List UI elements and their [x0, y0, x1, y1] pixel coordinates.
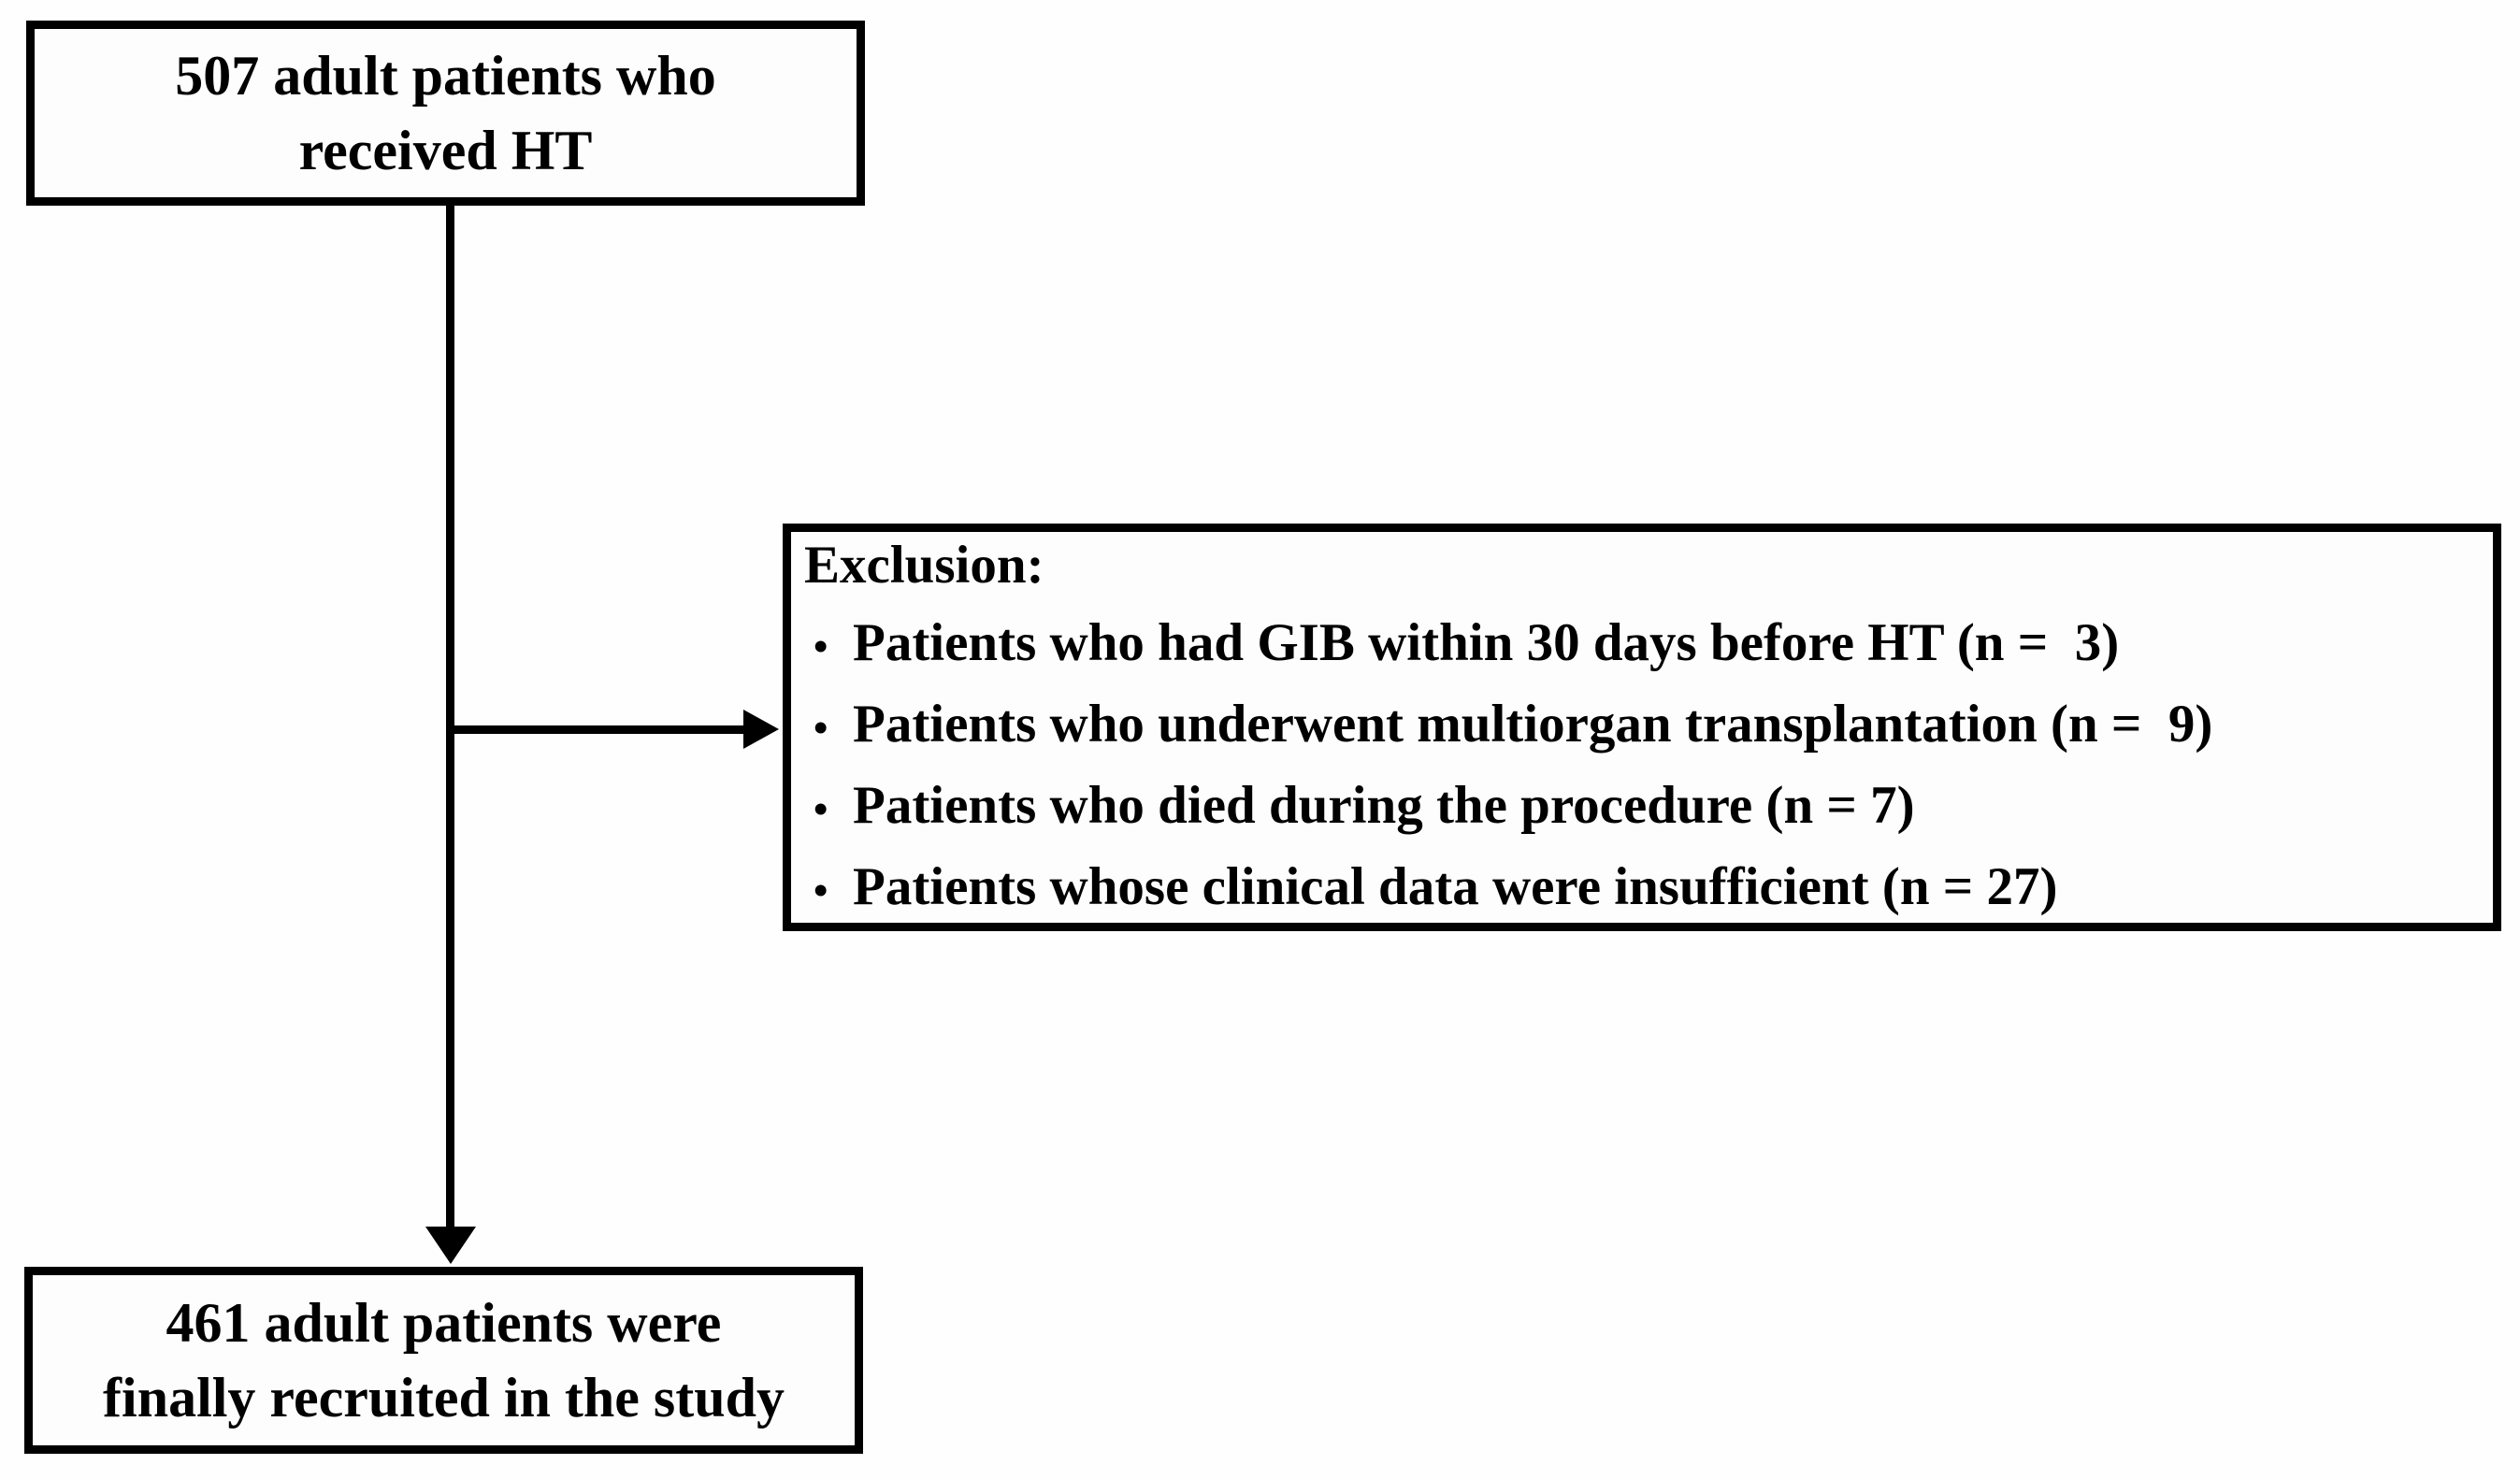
exclusion-box: Exclusion: • Patients who had GIB within… [783, 524, 2501, 931]
top-box-line-2: received HT [298, 120, 593, 181]
exclusion-item-label: Patients who died during the procedure (… [853, 775, 1915, 835]
exclusion-item-label: Patients who underwent multiorgan transp… [853, 694, 2213, 754]
exclusion-item: • Patients who died during the procedure… [804, 767, 2474, 848]
down-arrowhead-icon [425, 1227, 476, 1264]
horizontal-connector-line [450, 725, 743, 734]
exclusion-item-label: Patients who had GIB within 30 days befo… [853, 612, 2120, 672]
final-box: 461 adult patients were finally recruite… [24, 1267, 863, 1454]
top-box: 507 adult patients who received HT [26, 21, 865, 206]
bullet-dot-icon: • [814, 623, 828, 669]
top-box-line-1: 507 adult patients who [175, 45, 716, 107]
bullet-dot-icon: • [814, 785, 828, 832]
final-box-line-2: finally recruited in the study [103, 1367, 785, 1429]
exclusion-heading: Exclusion: [804, 535, 1044, 595]
exclusion-item: • Patients who had GIB within 30 days be… [804, 604, 2474, 685]
bullet-dot-icon: • [814, 867, 828, 913]
final-box-line-1: 461 adult patients were [166, 1292, 722, 1354]
exclusion-item-label: Patients whose clinical data were insuff… [853, 856, 2058, 916]
exclusion-item: • Patients who underwent multiorgan tran… [804, 685, 2474, 767]
vertical-connector-line [446, 206, 454, 1230]
bullet-dot-icon: • [814, 704, 828, 751]
right-arrowhead-icon [743, 710, 779, 749]
exclusion-item: • Patients whose clinical data were insu… [804, 848, 2474, 929]
